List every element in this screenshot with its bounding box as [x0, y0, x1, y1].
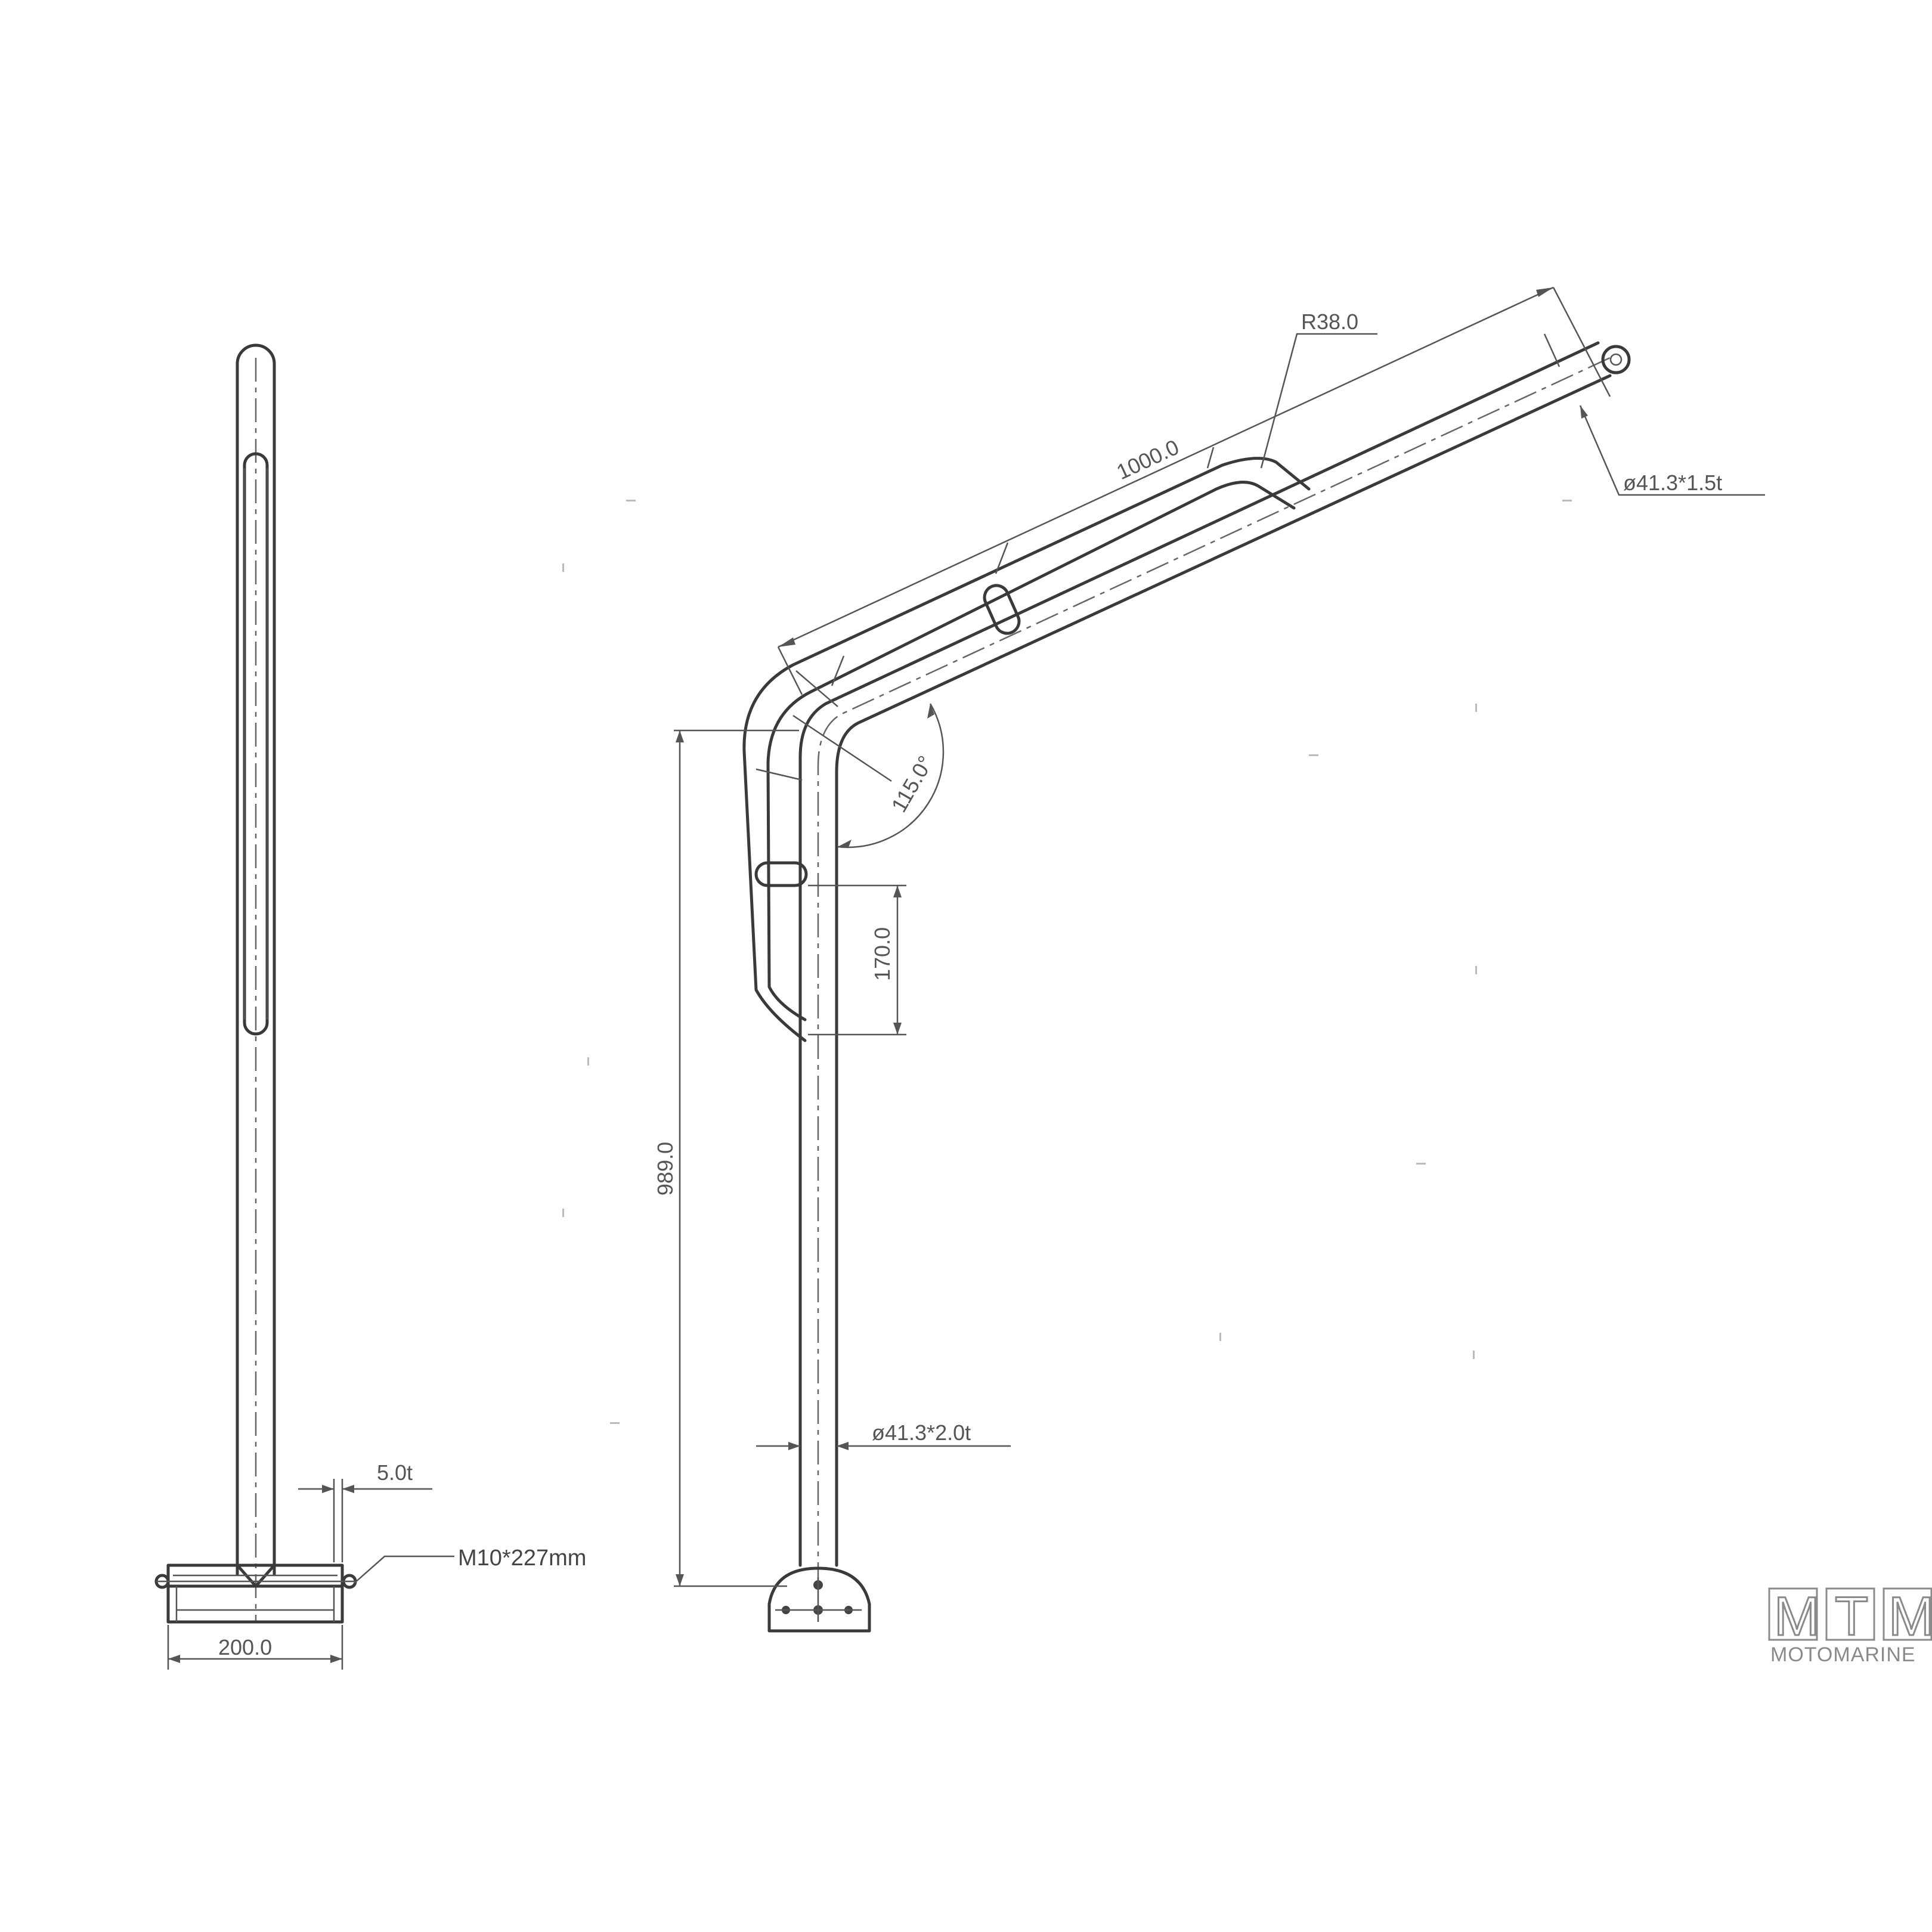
- front-view-base-plate: [767, 1566, 871, 1633]
- front-view-vertical-tube: [798, 341, 1612, 1567]
- side-view-mount-bar: [166, 1563, 344, 1588]
- height-label: 989.0: [653, 1142, 677, 1196]
- base-width-label: 200.0: [218, 1635, 272, 1659]
- handle-grip-angled: [983, 584, 1021, 635]
- logo-letter-3: M: [1888, 1587, 1932, 1647]
- motomarine-logo: M T M MOTOMARINE: [1768, 1586, 1932, 1666]
- front-view: R38.0 1000.0 ø41.3*1.5t 115.0° 170.0: [653, 286, 1765, 1633]
- handle-length-label: 170.0: [870, 927, 894, 981]
- side-view-handle-slot: [243, 452, 269, 1036]
- top-end-eye: [1601, 345, 1631, 374]
- angle-label: 115.0°: [886, 751, 937, 816]
- side-view: 5.0t M10*227mm 200.0: [154, 343, 586, 1670]
- top-tube-spec-label: ø41.3*1.5t: [1623, 470, 1722, 495]
- logo-letter-2: T: [1835, 1587, 1868, 1647]
- radius-label: R38.0: [1301, 309, 1358, 334]
- top-length-label: 1000.0: [1113, 435, 1182, 485]
- bolt-spec-label: M10*227mm: [458, 1546, 586, 1571]
- plate-thickness-label: 5.0t: [377, 1460, 413, 1485]
- side-view-base-plate: [166, 1584, 344, 1624]
- front-view-handle-rail: [742, 457, 1311, 1042]
- bottom-tube-spec-label: ø41.3*2.0t: [872, 1420, 971, 1445]
- logo-name: MOTOMARINE: [1770, 1643, 1916, 1665]
- handle-grip-vertical: [754, 861, 808, 887]
- side-view-tube: [236, 343, 276, 1576]
- scan-specks: [562, 500, 1572, 1424]
- logo-letter-1: M: [1774, 1587, 1820, 1647]
